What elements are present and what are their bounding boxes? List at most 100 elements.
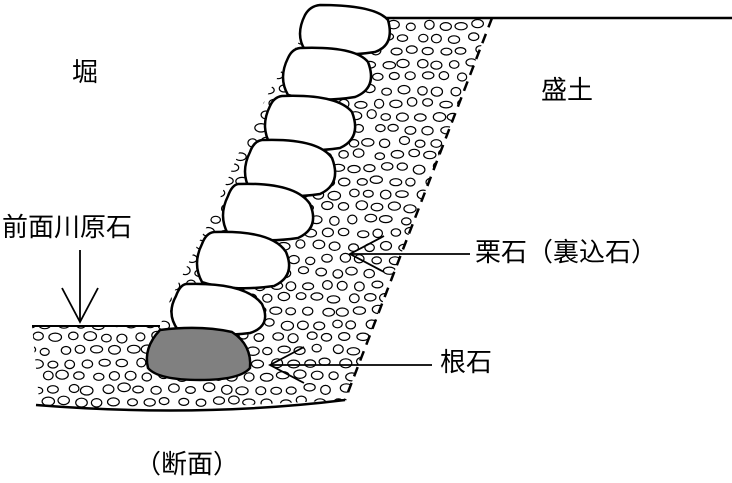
pebble [251,19,264,28]
pebble [97,149,112,160]
pebble [102,384,115,395]
caption-label: （断面） [135,450,240,480]
pebble [202,382,216,393]
pebble [154,123,165,134]
pebble [440,304,454,315]
pebble [41,292,53,301]
pebble [32,203,46,212]
pebble [414,216,427,225]
pebble [221,384,233,395]
pebble [354,281,365,292]
pebble [83,331,98,342]
pebble [408,148,421,158]
pebble [42,370,54,381]
pebble [107,265,118,276]
pebble [122,243,137,253]
pebble [467,319,479,330]
pebble [193,86,207,95]
pebble [328,371,339,381]
pebble [43,136,55,145]
pebble [468,399,480,409]
pebble [81,149,93,158]
pebble [414,139,426,148]
pebble [303,382,316,392]
pebble [148,278,161,288]
pebble [475,123,489,133]
pebble [475,74,488,84]
pebble [32,136,34,145]
pebble [253,333,265,343]
backfill-boundary-dashed-line [343,17,494,401]
pebble [338,149,349,159]
pebble [348,293,360,304]
pebble [51,125,63,135]
pebble [245,58,258,69]
pebble [465,58,478,67]
pebble [73,371,85,380]
pebble [116,306,129,317]
pebble [219,122,233,133]
pebble [71,292,86,303]
pebble [83,123,98,133]
pebble [222,99,233,109]
pebble [157,84,171,93]
pebble [50,148,62,159]
pebble [490,203,492,212]
pebble [93,372,105,381]
pebble [449,161,462,172]
pebble [32,359,44,369]
pebble [440,228,455,239]
pebble [471,18,485,29]
pebble [109,32,122,41]
pebble [473,175,487,186]
pebble [58,190,70,200]
base-stone [145,326,252,382]
pebble [485,111,492,120]
pebble [473,307,487,317]
base-stone-pointer-arrow [268,346,432,384]
pebble [209,138,221,148]
pebble [320,384,331,395]
pebble [32,85,34,94]
pebble [430,86,444,97]
pebble [296,320,309,331]
pebble [132,307,144,316]
pebble [179,265,191,276]
pebble [412,164,426,175]
pebble [456,72,468,82]
pebble [57,320,71,329]
pebble [251,96,265,106]
pebble [171,151,182,162]
pebble [198,149,213,158]
pebble [125,163,138,174]
pebble [404,71,416,81]
pebble [32,122,44,132]
pebble [454,47,467,55]
pebble [459,279,471,289]
pebble [396,34,409,42]
pebble [115,73,128,82]
pebble [371,256,382,265]
pebble [126,398,138,407]
facing-stone-stack [170,3,392,337]
pebble [403,204,417,214]
pebble [311,343,322,353]
pebble [89,345,104,354]
pebble [210,215,221,224]
pebble [162,267,174,278]
pebble [175,58,187,68]
pebble [255,386,267,396]
pebble [328,241,341,251]
pebble [357,230,370,239]
pebble [449,190,461,200]
pebble [391,279,403,289]
pebble [132,385,145,394]
pebble [421,125,434,136]
pebble [51,281,63,292]
pebble [131,20,145,29]
pebble [382,60,397,70]
pebble [245,33,259,43]
pebble [158,397,170,406]
pebble [485,397,492,406]
pebble [430,139,443,148]
